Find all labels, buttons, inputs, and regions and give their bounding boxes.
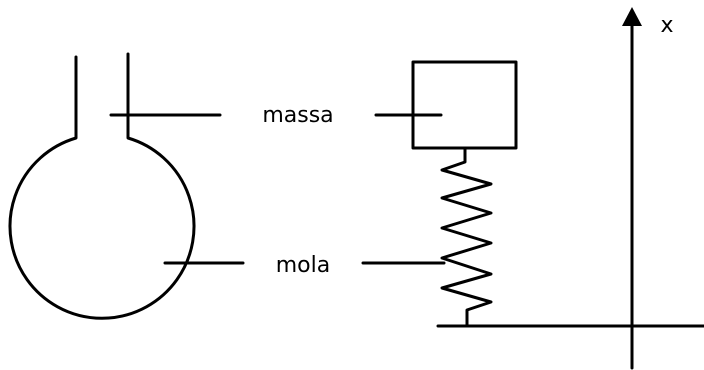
mass-label: massa: [262, 103, 333, 128]
spring-label: mola: [276, 253, 330, 278]
x-axis-label: x: [660, 13, 673, 38]
spring-coil: [440, 146, 493, 327]
flask-outline: [8, 52, 196, 320]
x-axis-arrowhead: [622, 7, 642, 26]
mass-block: [411, 60, 518, 150]
